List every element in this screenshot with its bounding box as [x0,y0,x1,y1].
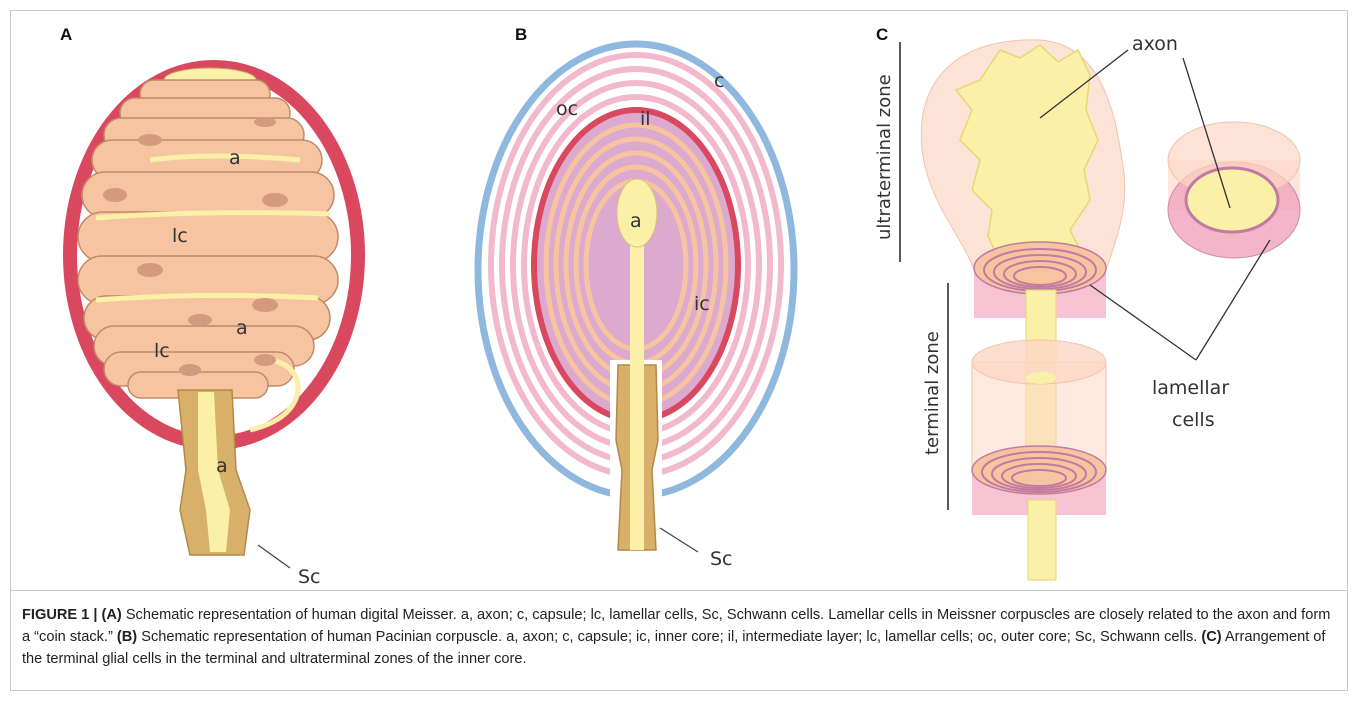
figure-caption: FIGURE 1 | (A) Schematic representation … [22,604,1338,670]
caption-figure-label: FIGURE 1 | (A) [22,607,122,623]
label-ic: ic [694,293,710,315]
label-sc-b: Sc [710,548,733,570]
sc-pointer-b [660,528,698,552]
panel-c-letter: C [876,25,888,44]
label-a-top: a [229,147,241,169]
label-il: il [640,108,651,130]
label-cells: cells [1172,409,1215,431]
panel-a-letter: A [60,25,72,44]
panel-c: C [874,25,1300,580]
pacinian-nerve [616,179,658,550]
label-oc: oc [556,98,578,120]
label-terminal-zone: terminal zone [922,331,943,455]
lamellar-cell-stack [78,80,338,398]
label-lc-bottom: lc [154,340,170,362]
terminal-axon-lower [1028,500,1056,580]
label-ultraterminal-zone: ultraterminal zone [874,74,895,240]
panel-a: A [60,25,358,588]
lamellar-cross-section [1168,122,1300,258]
sc-pointer-a [258,545,290,568]
label-a-stalk: a [216,455,228,477]
figure-illustration: A [0,0,1358,590]
panel-b-letter: B [515,25,527,44]
caption-part-b: Schematic representation of human Pacini… [137,629,1201,645]
caption-label-c: (C) [1201,629,1221,645]
caption-label-b: (B) [117,629,137,645]
label-sc-a: Sc [298,566,321,588]
label-lamellar: lamellar [1152,377,1229,399]
label-lc-top: lc [172,225,188,247]
panel-b: B oc il c a ic [478,25,794,570]
label-a-mid: a [236,317,248,339]
label-a-b: a [630,210,642,232]
caption-separator [11,590,1347,591]
label-axon: axon [1132,33,1178,55]
label-c: c [714,70,724,92]
